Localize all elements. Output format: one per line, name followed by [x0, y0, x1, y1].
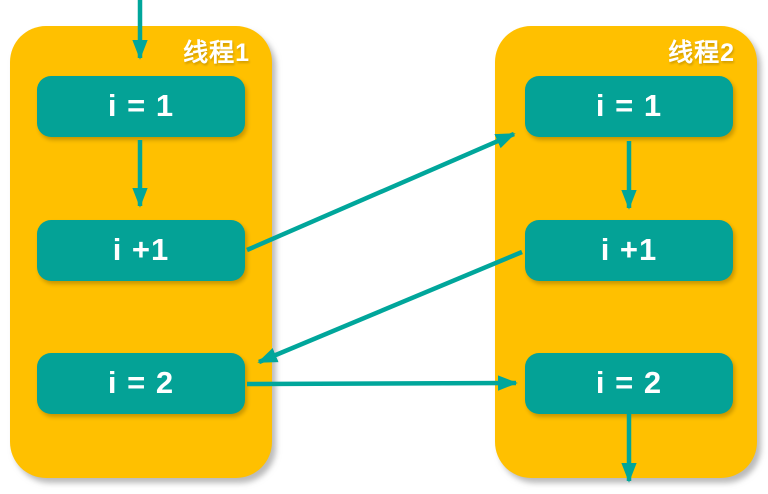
arrow-thread1-iplus1-to-thread2-i1	[246, 131, 516, 253]
arrow-thread2-iplus1-to-thread1-i2	[257, 249, 523, 365]
thread1-node-i-equals-1: i = 1	[37, 76, 245, 137]
thread1-container: 线程1 i = 1 i +1 i = 2	[10, 26, 272, 478]
thread2-container: 线程2 i = 1 i +1 i = 2	[495, 26, 757, 478]
thread2-node-i-equals-1: i = 1	[525, 76, 733, 137]
thread2-node-i-equals-2: i = 2	[525, 353, 733, 414]
thread1-node-i-equals-2: i = 2	[37, 353, 245, 414]
arrow-thread1-i2-to-thread2-i2	[246, 375, 518, 391]
thread2-label: 线程2	[668, 39, 735, 67]
thread2-node-i-plus-1: i +1	[525, 220, 733, 281]
thread1-label: 线程1	[183, 39, 250, 67]
thread1-node-i-plus-1: i +1	[37, 220, 245, 281]
